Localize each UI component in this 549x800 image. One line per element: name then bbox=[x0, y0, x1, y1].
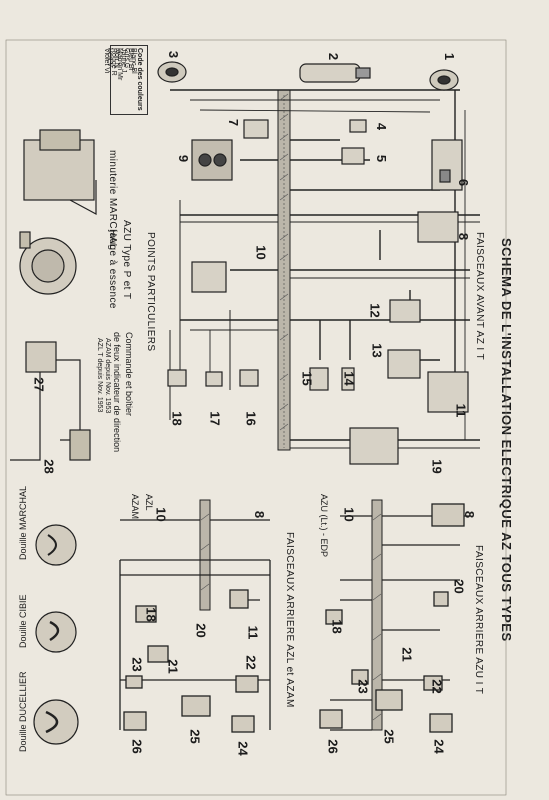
azl-num-25: 25 bbox=[187, 729, 203, 744]
azl-num-8: 8 bbox=[252, 510, 268, 519]
num-6: 6 bbox=[456, 178, 472, 187]
num-8: 8 bbox=[456, 232, 472, 241]
azu-num-20: 20 bbox=[451, 579, 467, 594]
azu-num-10: 10 bbox=[341, 507, 357, 522]
rear-harness-azl bbox=[119, 499, 271, 733]
azl-num-10: 10 bbox=[153, 507, 169, 522]
num-15: 15 bbox=[299, 371, 315, 386]
num-5: 5 bbox=[374, 154, 390, 163]
color-legend bbox=[110, 45, 148, 115]
azl-num-11: 11 bbox=[245, 625, 261, 640]
front-components bbox=[157, 61, 469, 465]
num-18: 18 bbox=[169, 411, 185, 426]
azl-num-20: 20 bbox=[193, 623, 209, 638]
num-17: 17 bbox=[207, 411, 223, 426]
rear-harness-azu bbox=[319, 499, 470, 733]
azu-num-18: 18 bbox=[329, 619, 345, 634]
num-27: 27 bbox=[31, 377, 47, 392]
num-7: 7 bbox=[226, 118, 242, 127]
num-11: 11 bbox=[453, 403, 469, 418]
azl-num-18: 18 bbox=[143, 607, 159, 622]
azu-num-8: 8 bbox=[462, 510, 478, 519]
azl-num-22: 22 bbox=[243, 655, 259, 670]
azl-num-24: 24 bbox=[235, 741, 251, 756]
sockets bbox=[33, 524, 79, 745]
azl-num-21: 21 bbox=[165, 659, 181, 674]
azu-num-25: 25 bbox=[381, 729, 397, 744]
num-1: 1 bbox=[442, 52, 458, 61]
azu-num-23: 23 bbox=[355, 679, 371, 694]
azu-num-21: 21 bbox=[399, 647, 415, 662]
num-4: 4 bbox=[374, 122, 390, 131]
azl-num-23: 23 bbox=[129, 657, 145, 672]
num-19: 19 bbox=[429, 459, 445, 474]
num-16: 16 bbox=[243, 411, 259, 426]
num-10: 10 bbox=[253, 245, 269, 260]
num-2: 2 bbox=[326, 52, 342, 61]
num-3: 3 bbox=[166, 50, 182, 59]
azu-num-26: 26 bbox=[325, 739, 341, 754]
left-details bbox=[10, 129, 97, 461]
azl-num-26: 26 bbox=[129, 739, 145, 754]
num-14: 14 bbox=[341, 371, 357, 386]
azu-num-24: 24 bbox=[431, 739, 447, 754]
num-28: 28 bbox=[41, 459, 57, 474]
num-13: 13 bbox=[369, 343, 385, 358]
num-9: 9 bbox=[176, 154, 192, 163]
num-12: 12 bbox=[367, 303, 383, 318]
azu-num-22: 22 bbox=[429, 679, 445, 694]
